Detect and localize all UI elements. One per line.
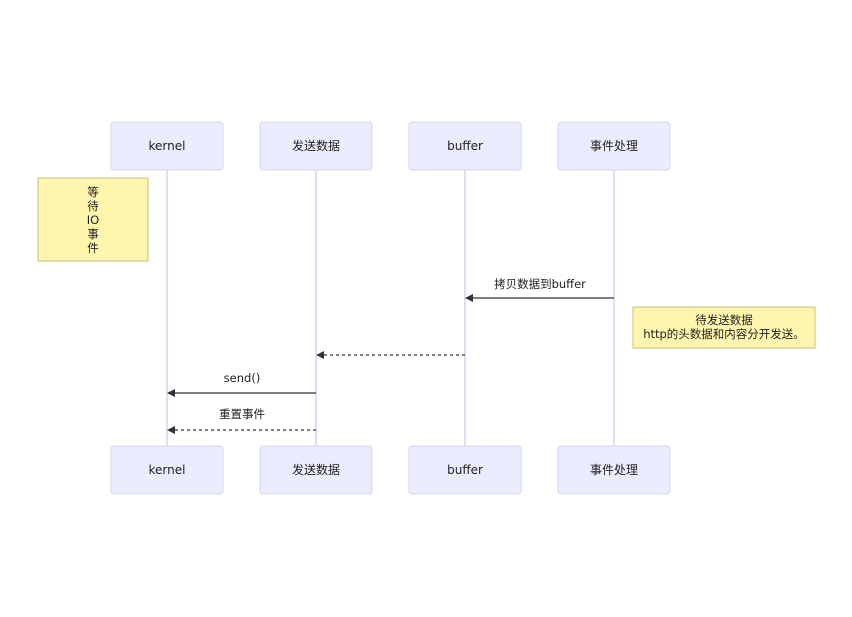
actor-bottom-event: 事件处理 <box>557 445 671 495</box>
actor-top-event: 事件处理 <box>557 121 671 171</box>
note-wait-io-line-3: IO <box>87 213 99 227</box>
message-reset-event-label: 重置事件 <box>219 407 265 421</box>
actor-bottom-send: 发送数据 <box>259 445 373 495</box>
message-copy-to-buffer: 拷贝数据到buffer <box>465 277 614 302</box>
actor-top-kernel: kernel <box>110 121 224 171</box>
note-wait-io: 等 待 IO 事 件 <box>37 177 149 262</box>
actor-bottom-event-label: 事件处理 <box>590 463 638 477</box>
actor-top-buffer-label: buffer <box>447 139 483 153</box>
note-pending-send-line-1: 待发送数据 <box>695 313 753 327</box>
actor-bottom-send-label: 发送数据 <box>292 462 340 477</box>
actor-top-kernel-label: kernel <box>149 139 186 153</box>
actor-bottom-kernel-label: kernel <box>149 463 186 477</box>
note-wait-io-line-4: 事 <box>87 227 99 241</box>
actor-bottom-buffer: buffer <box>408 445 522 495</box>
actor-top-buffer: buffer <box>408 121 522 171</box>
actor-top-send-label: 发送数据 <box>292 138 340 153</box>
note-wait-io-line-1: 等 <box>87 185 99 199</box>
note-pending-send-line-2: http的头数据和内容分开发送。 <box>643 327 805 341</box>
note-wait-io-line-5: 件 <box>87 241 99 255</box>
note-pending-send: 待发送数据 http的头数据和内容分开发送。 <box>632 306 816 349</box>
actor-top-event-label: 事件处理 <box>590 139 638 153</box>
actor-bottom-buffer-label: buffer <box>447 463 483 477</box>
actor-top-send: 发送数据 <box>259 121 373 171</box>
note-wait-io-line-2: 待 <box>87 199 99 213</box>
message-copy-to-buffer-label: 拷贝数据到buffer <box>494 277 586 291</box>
message-send-call-label: send() <box>224 371 261 385</box>
message-reset-event: 重置事件 <box>167 407 316 434</box>
actor-bottom-kernel: kernel <box>110 445 224 495</box>
message-send-call: send() <box>167 371 316 397</box>
